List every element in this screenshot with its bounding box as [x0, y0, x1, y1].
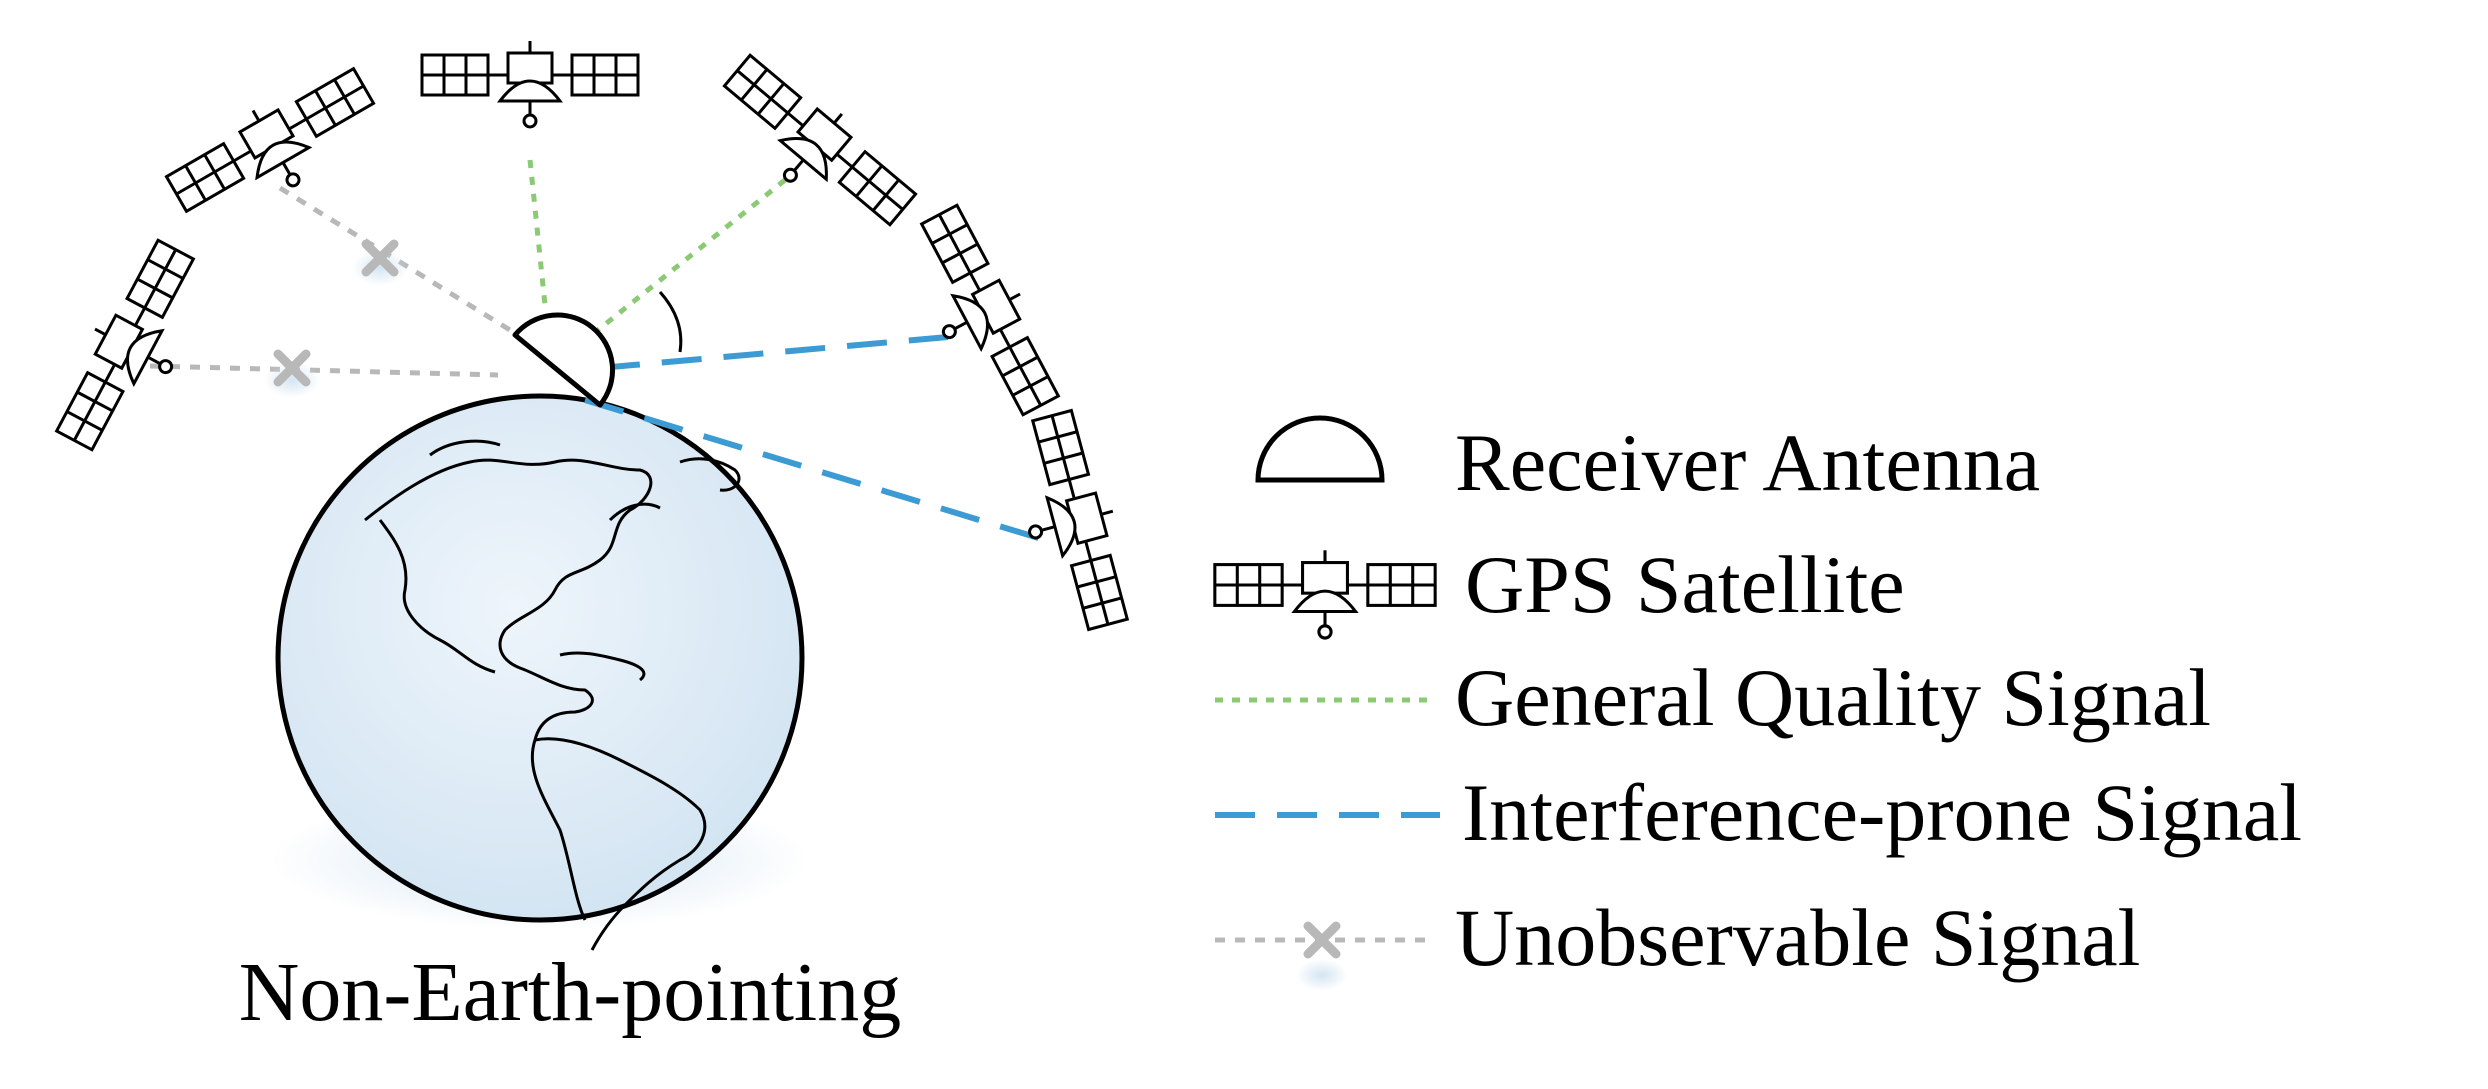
- legend-label: GPS Satellite: [1465, 539, 1905, 630]
- general-quality-signal-lines: [527, 159, 787, 332]
- satellite-icon: [891, 197, 1073, 432]
- legend-label: General Quality Signal: [1455, 652, 2211, 743]
- legend-item-receiver-antenna: Receiver Antenna: [1255, 415, 2040, 508]
- antenna-icon: [1255, 415, 1385, 483]
- cross-mark-icon: [1308, 926, 1336, 954]
- legend: Receiver Antenna GPS Satellite General Q…: [1213, 415, 2302, 991]
- legend-item-unobservable-signal: Unobservable Signal: [1215, 892, 2140, 991]
- antenna-icon: [512, 312, 616, 408]
- diagram-caption: Non-Earth-pointing: [239, 946, 902, 1039]
- earth-globe-icon: [270, 393, 810, 951]
- legend-item-gps-satellite: GPS Satellite: [1213, 539, 1905, 640]
- satellite-icon: [1000, 405, 1143, 640]
- legend-label: Interference-prone Signal: [1462, 767, 2302, 858]
- satellite-icon: [1213, 548, 1437, 640]
- legend-label: Unobservable Signal: [1455, 892, 2140, 983]
- satellite-icon: [157, 55, 392, 241]
- satellite-icon: [420, 39, 640, 129]
- legend-label: Receiver Antenna: [1455, 417, 2040, 508]
- cross-mark-icon: [352, 244, 408, 286]
- legend-item-general-quality-signal: General Quality Signal: [1215, 652, 2211, 743]
- elevation-angle-arc: [658, 291, 683, 353]
- satellite-icon: [702, 43, 927, 251]
- legend-item-interference-prone-signal: Interference-prone Signal: [1215, 767, 2302, 858]
- interference-prone-signal-lines: [584, 334, 1046, 543]
- cross-mark-icon: [264, 354, 320, 398]
- unobservable-signal-lines: [149, 185, 512, 378]
- satellite-icon: [42, 232, 224, 467]
